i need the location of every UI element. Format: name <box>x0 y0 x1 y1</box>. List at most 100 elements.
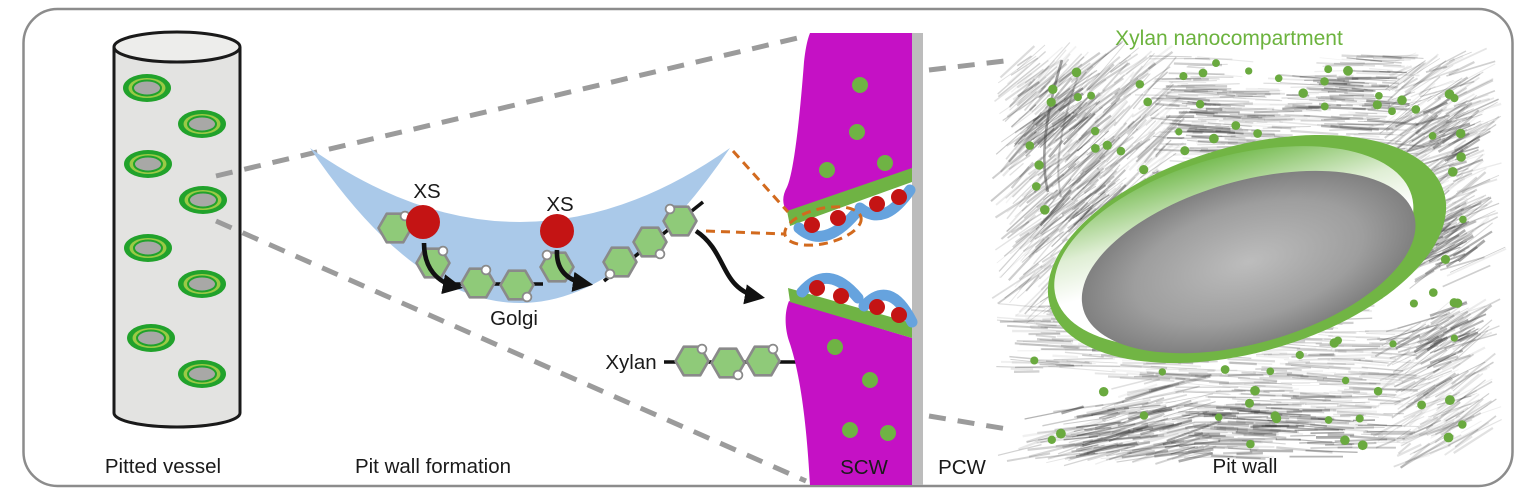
scw-xylan-dot <box>880 425 896 441</box>
hatch-stroke <box>1394 52 1417 62</box>
hatch-stroke <box>1413 435 1448 454</box>
hatch-stroke <box>1296 417 1351 423</box>
hatch-stroke <box>1422 372 1457 397</box>
hatch-stroke <box>1443 393 1480 421</box>
hatch-stroke <box>1271 108 1295 113</box>
hatch-stroke <box>1393 396 1410 404</box>
hatch-stroke <box>1254 385 1293 389</box>
hatch-stroke <box>1077 150 1116 197</box>
hatch-stroke <box>1441 128 1458 138</box>
xylose-hexagon <box>674 343 710 377</box>
orange-zoom-line <box>705 229 785 236</box>
hatch-stroke <box>1044 160 1080 192</box>
hatch-stroke <box>999 320 1051 323</box>
hatch-stroke <box>1126 384 1174 394</box>
hatch-stroke <box>1331 347 1392 356</box>
hatch-stroke <box>1418 314 1455 340</box>
hatch-stroke <box>1016 59 1062 89</box>
hatch-stroke <box>1382 82 1436 126</box>
hatch-stroke <box>1149 57 1210 60</box>
hatch-stroke <box>1019 214 1037 231</box>
hatch-stroke <box>1279 120 1339 128</box>
hatch-stroke <box>1036 179 1082 209</box>
hatch-stroke <box>1039 214 1065 235</box>
hatch-stroke <box>1338 85 1386 89</box>
hatch-stroke <box>1316 406 1342 408</box>
hatch-stroke <box>1008 154 1031 171</box>
hatch-stroke <box>1061 405 1084 415</box>
hatch-stroke <box>1415 114 1439 135</box>
hatch-stroke <box>1175 389 1222 407</box>
hatch-stroke <box>1359 371 1421 377</box>
hatch-stroke <box>1139 436 1165 440</box>
hatch-stroke <box>1093 441 1151 451</box>
hatch-stroke <box>1066 183 1097 208</box>
hatch-stroke <box>1071 192 1092 211</box>
hatch-stroke <box>1225 402 1261 406</box>
hatch-stroke <box>1097 433 1118 441</box>
hatch-stroke <box>1442 95 1477 127</box>
hatch-stroke <box>1232 97 1283 102</box>
vessel-pit <box>124 150 172 178</box>
hatch-stroke <box>1066 112 1092 140</box>
hatch-stroke <box>998 303 1046 309</box>
hatch-stroke <box>1115 52 1155 99</box>
xylan-dot <box>1298 88 1308 98</box>
xylan-dot <box>1175 128 1183 136</box>
hatch-stroke <box>1420 348 1448 365</box>
hatch-stroke <box>1351 345 1412 348</box>
hatch-stroke <box>1448 229 1474 249</box>
vesicle <box>858 289 918 328</box>
hatch-stroke <box>1290 85 1355 88</box>
hatch-stroke <box>1385 107 1419 132</box>
hatch-stroke <box>1169 122 1192 126</box>
hatch-stroke <box>1119 452 1163 459</box>
xylan-dot <box>1047 435 1056 444</box>
hatch-stroke <box>1114 62 1157 96</box>
hatch-stroke <box>1029 202 1076 239</box>
hatch-stroke <box>1237 377 1278 382</box>
hatch-stroke <box>1143 378 1160 385</box>
hatch-stroke <box>1175 107 1236 110</box>
hatch-stroke <box>1191 135 1211 140</box>
hatch-stroke <box>1445 190 1476 201</box>
hatch-stroke <box>1098 421 1147 429</box>
hatch-stroke <box>1444 148 1464 162</box>
hatch-stroke <box>1238 121 1301 128</box>
vesicle-xs-dot <box>869 299 885 315</box>
hatch-stroke <box>1111 378 1152 390</box>
hatch-stroke <box>1457 325 1490 354</box>
hatch-stroke <box>1331 421 1347 424</box>
hatch-stroke <box>1358 132 1405 136</box>
hatch-stroke <box>1219 95 1266 98</box>
xylose-hexagon <box>745 343 781 377</box>
hatch-stroke <box>1077 77 1124 110</box>
hatch-stroke <box>1397 325 1443 344</box>
hatch-stroke <box>1393 368 1441 387</box>
hatch-stroke <box>1022 238 1068 276</box>
scw-xylan-dot <box>842 422 858 438</box>
hatch-stroke <box>1136 140 1162 168</box>
hatch-stroke <box>1089 418 1124 431</box>
xylan-nanocompartment-label: Xylan nanocompartment <box>1115 27 1343 50</box>
hatch-stroke <box>1131 400 1176 407</box>
hatch-stroke <box>1119 56 1148 76</box>
hatch-stroke <box>1075 100 1096 122</box>
xylan-dot-layer <box>1025 59 1467 451</box>
hatch-stroke <box>1448 101 1498 131</box>
hatch-stroke <box>1397 380 1448 415</box>
hatch-stroke <box>1094 421 1121 430</box>
hatch-stroke <box>1136 110 1188 160</box>
hatch-stroke <box>1106 445 1135 457</box>
hatch-stroke <box>1094 93 1132 124</box>
cellulose-fiber-line <box>1057 75 1079 198</box>
hatch-stroke <box>1016 67 1049 93</box>
hatch-stroke <box>1412 378 1440 393</box>
hatch-stroke <box>1444 229 1458 239</box>
xylose-hexagon <box>460 264 496 299</box>
hatch-stroke <box>1014 119 1050 146</box>
hatch-stroke <box>1143 138 1165 164</box>
hatch-stroke <box>1022 227 1060 253</box>
hatch-stroke <box>1320 117 1351 121</box>
hatch-stroke <box>1019 97 1069 141</box>
